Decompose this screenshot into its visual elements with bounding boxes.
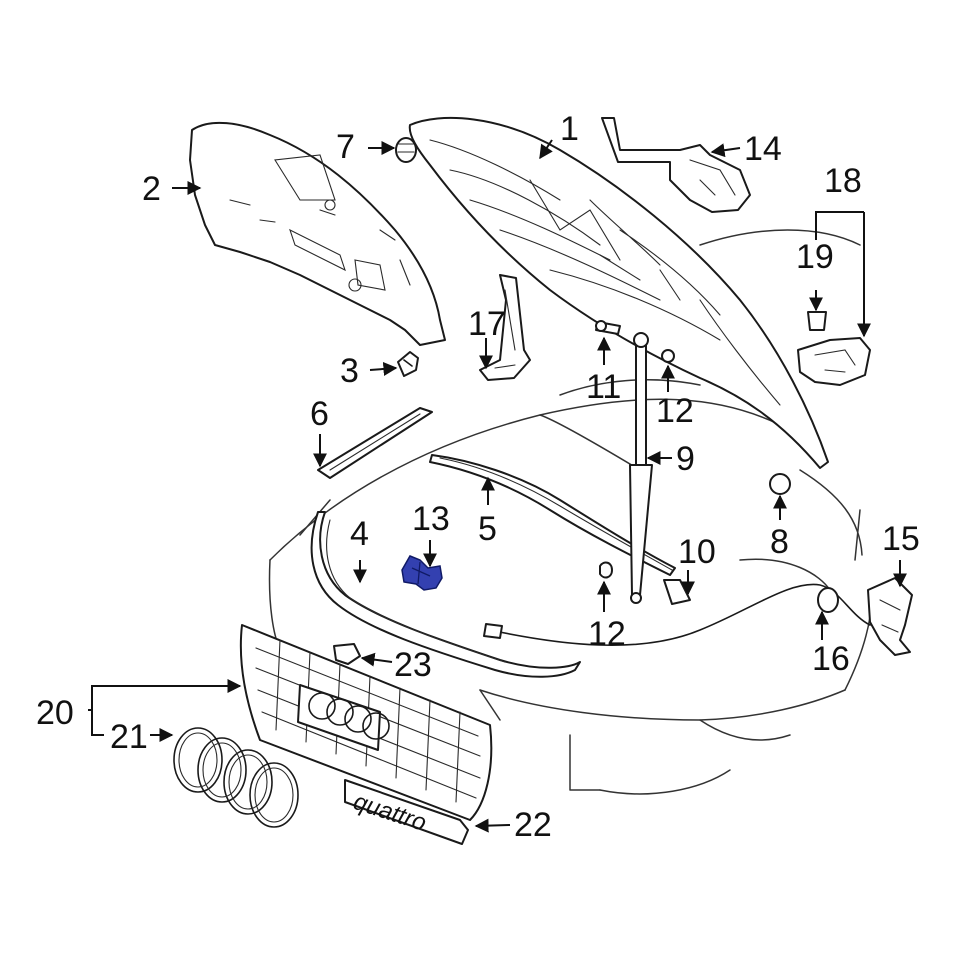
strut-part-9 [629, 332, 653, 604]
callout-23: 23 [394, 646, 432, 684]
bolt-part-11 [595, 320, 621, 335]
callout-13: 13 [412, 500, 450, 538]
callout-7: 7 [336, 128, 355, 166]
callout-17: 17 [468, 305, 506, 343]
callout-19: 19 [796, 238, 834, 276]
grille-part-20 [239, 624, 493, 821]
leader-lines [88, 139, 907, 833]
release-handle-part-15 [867, 577, 913, 656]
callout-3: 3 [340, 352, 359, 390]
callout-18: 18 [824, 162, 862, 200]
bumper-stop-part-7 [395, 137, 417, 163]
hood-part [408, 117, 829, 469]
bracket-part-10 [663, 579, 691, 605]
insulation-pad-part [189, 121, 446, 346]
callout-8: 8 [770, 523, 789, 561]
bushing-part-19 [807, 311, 827, 331]
callout-22: 22 [514, 806, 552, 844]
hinge-part-17 [479, 274, 531, 381]
callout-14: 14 [744, 130, 782, 168]
clip-part-3 [397, 351, 419, 377]
clip-part-12-upper [661, 349, 675, 363]
car-body-outline [268, 229, 873, 795]
clip-part-23 [333, 643, 361, 665]
callout-5: 5 [478, 510, 497, 548]
callout-9: 9 [676, 440, 695, 478]
callout-10: 10 [678, 533, 716, 571]
callout-21: 21 [110, 718, 148, 756]
seal-strip-part-6 [317, 407, 433, 479]
plug-part-8 [769, 473, 791, 495]
lock-part-18 [797, 337, 871, 386]
callout-12-upper: 12 [656, 392, 694, 430]
callout-20: 20 [36, 694, 74, 732]
callout-12-lower: 12 [588, 615, 626, 653]
callout-15: 15 [882, 520, 920, 558]
clip-part-12-lower [599, 561, 613, 579]
seal-part-4 [310, 511, 581, 678]
callout-4: 4 [350, 515, 369, 553]
callout-1: 1 [560, 110, 579, 148]
callout-2: 2 [142, 170, 161, 208]
callout-16: 16 [812, 640, 850, 678]
callout-labels: 1 2 3 4 5 6 7 8 9 10 11 12 12 13 14 15 1… [36, 110, 920, 844]
latch-part-14 [601, 117, 751, 213]
grille-rings-emblem [308, 692, 390, 740]
rings-emblem-part-21 [173, 727, 299, 828]
bracket-part-13-highlighted [401, 555, 443, 591]
callout-11: 11 [586, 368, 621, 406]
grommet-part-16 [817, 587, 839, 613]
callout-6: 6 [310, 395, 329, 433]
